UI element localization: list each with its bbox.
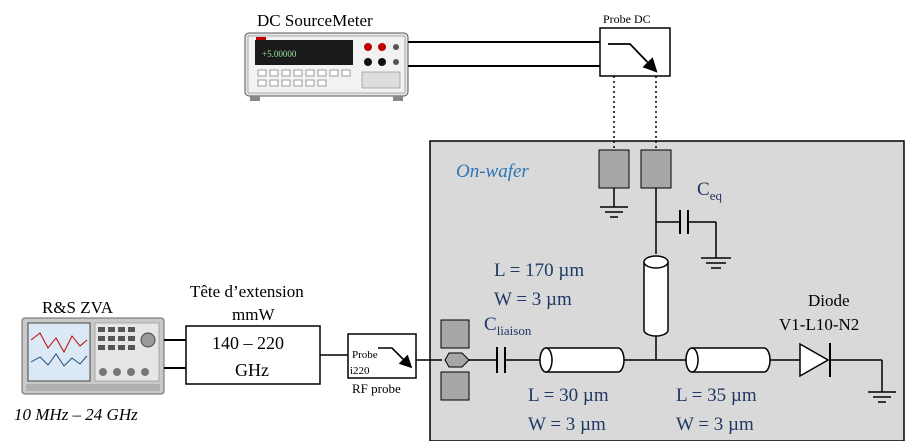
tline-vertical-length: L = 170 µm (494, 260, 584, 281)
ceq-subscript: eq (710, 188, 723, 203)
extension-title-line2: mmW (232, 305, 275, 324)
onwafer-title: On-wafer (456, 161, 529, 182)
tline-vertical-width: W = 3 µm (494, 289, 572, 310)
vna-range: 10 MHz – 24 GHz (14, 405, 138, 424)
rf-probe-caption: RF probe (352, 381, 401, 396)
extension-band-line2: GHz (235, 360, 269, 380)
rf-probe-label-line2: i220 (350, 365, 370, 377)
cliaison-subscript: liaison (497, 323, 532, 338)
dc-sourcemeter: +5.00000 (245, 33, 408, 101)
tline-h2-length: L = 35 µm (676, 385, 757, 406)
diode-ref: V1-L10-N2 (779, 315, 859, 334)
tline-h1-length: L = 30 µm (528, 385, 609, 406)
vna-title: R&S ZVA (42, 298, 114, 317)
diode-title: Diode (808, 291, 850, 310)
dc-pad-signal (641, 150, 671, 188)
extension-title-line1: Tête d’extension (190, 282, 304, 301)
dc-sourcemeter-title: DC SourceMeter (257, 11, 373, 30)
rf-pad-ground-bottom (441, 372, 469, 400)
rf-probe-label-line1: Probe (352, 349, 378, 361)
vna-instrument (22, 318, 164, 394)
rf-pad-ground-top (441, 320, 469, 348)
probe-dc-box (600, 28, 670, 76)
dc-display-value: +5.00000 (262, 49, 297, 59)
tline-h2-width: W = 3 µm (676, 414, 754, 435)
extension-band-line1: 140 – 220 (212, 333, 284, 353)
tline-h1-width: W = 3 µm (528, 414, 606, 435)
probe-dc-title: Probe DC (603, 12, 651, 26)
dc-pad-ground (599, 150, 629, 188)
